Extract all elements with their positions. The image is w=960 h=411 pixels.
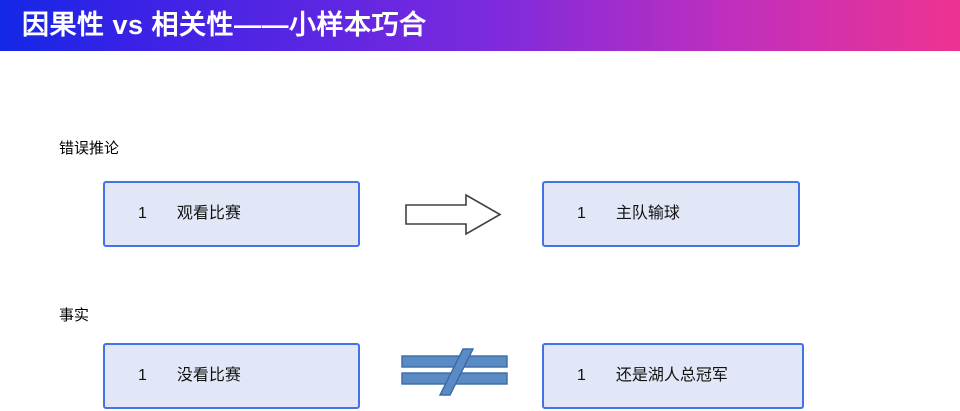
node-number: 1 <box>138 205 147 222</box>
node-box-watch-game[interactable]: 1 观看比赛 <box>103 181 360 247</box>
page-title: 因果性 vs 相关性——小样本巧合 <box>22 10 427 40</box>
arrow-right-icon <box>400 192 506 237</box>
not-equal-icon <box>398 347 513 399</box>
node-label: 主队输球 <box>615 205 680 222</box>
node-box-did-not-watch-game[interactable]: 1 没看比赛 <box>103 343 360 409</box>
node-number: 1 <box>138 367 147 384</box>
section-caption-fact: 事实 <box>59 307 90 324</box>
node-label: 观看比赛 <box>176 205 241 222</box>
node-box-lakers-champion[interactable]: 1 还是湖人总冠军 <box>542 343 804 409</box>
node-label: 还是湖人总冠军 <box>615 367 728 384</box>
node-number: 1 <box>577 205 586 222</box>
node-box-home-team-loses[interactable]: 1 主队输球 <box>542 181 800 247</box>
slide-title-bar: 因果性 vs 相关性——小样本巧合 <box>0 0 960 51</box>
node-label: 没看比赛 <box>176 367 241 384</box>
section-caption-wrong-inference: 错误推论 <box>59 140 120 157</box>
node-number: 1 <box>577 367 586 384</box>
